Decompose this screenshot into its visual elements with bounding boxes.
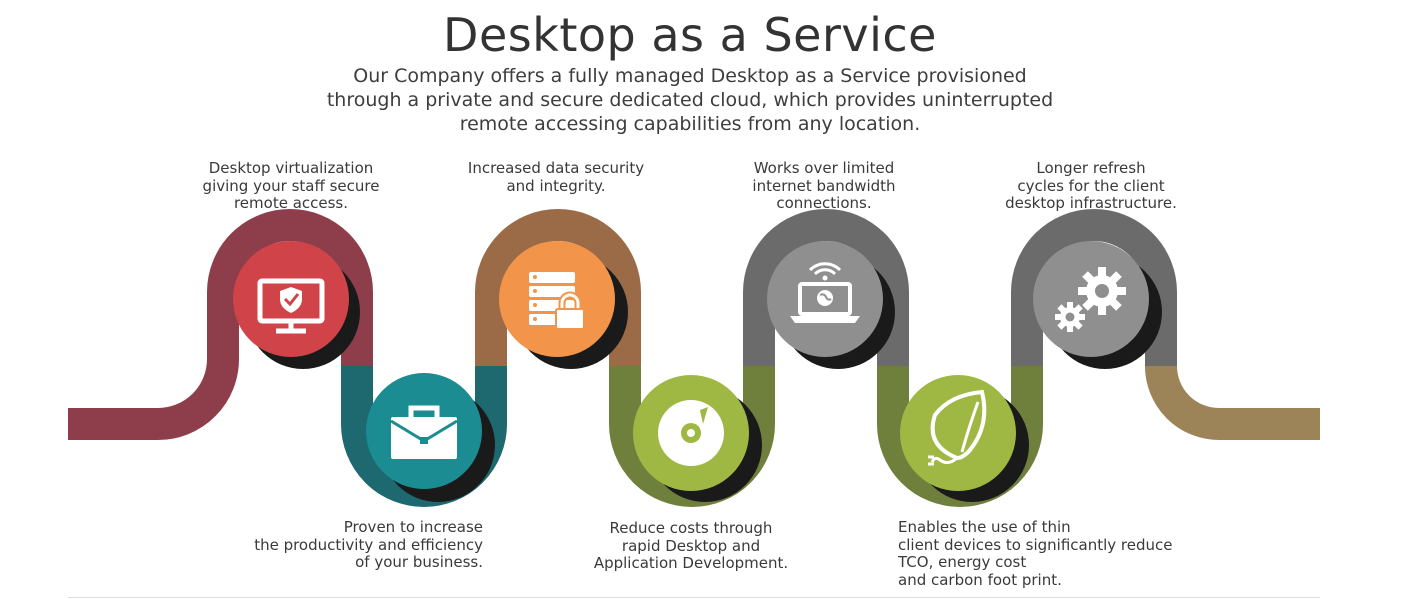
- bottom-divider: [68, 597, 1320, 598]
- caption-line: cycles for the client: [1017, 176, 1165, 195]
- caption-line: Reduce costs through: [609, 519, 773, 537]
- caption-line: Desktop virtualization: [208, 159, 374, 177]
- step-2-medallion: [366, 373, 482, 489]
- caption-line: and integrity.: [506, 176, 606, 195]
- step-7-caption: Longer refresh cycles for the client des…: [976, 159, 1206, 213]
- step-4-caption: Reduce costs through rapid Desktop and A…: [571, 519, 811, 573]
- step-7-medallion: [1033, 241, 1149, 357]
- gears-icon: [1055, 267, 1126, 332]
- path-segment-3: [475, 209, 641, 366]
- caption-line: desktop infrastructure.: [1005, 194, 1177, 212]
- step-5-medallion: [767, 241, 883, 357]
- briefcase-icon: [390, 405, 458, 459]
- step-6-caption: Enables the use of thin client devices t…: [898, 518, 1198, 589]
- step-3-medallion: [499, 241, 615, 357]
- path-segment-1: [68, 209, 373, 440]
- step-4-medallion: [633, 375, 749, 491]
- page-title: Desktop as a Service: [443, 8, 937, 62]
- path-segment-5: [743, 209, 909, 366]
- caption-line: Increased data security: [467, 159, 645, 177]
- caption-line: Works over limited: [753, 159, 895, 177]
- caption-line: Longer refresh: [1036, 159, 1146, 177]
- monitor-shield-icon: [257, 278, 325, 334]
- caption-line: internet bandwidth: [752, 176, 896, 195]
- step-1-caption: Desktop virtualization giving your staff…: [181, 159, 401, 213]
- subtitle-line: Our Company offers a fully managed Deskt…: [353, 65, 1027, 87]
- laptop-wifi-globe-icon: [790, 262, 860, 323]
- step-1-medallion: [233, 241, 349, 357]
- server-lock-icon: [529, 272, 585, 330]
- caption-line: of your business.: [355, 553, 483, 571]
- caption-line: Proven to increase: [343, 518, 483, 536]
- step-2-caption: Proven to increase the productivity and …: [203, 518, 483, 572]
- caption-line: rapid Desktop and: [621, 536, 761, 555]
- page-subtitle: Our Company offers a fully managed Deskt…: [240, 64, 1140, 136]
- caption-line: client devices to significantly reduce: [898, 535, 1173, 554]
- step-6-medallion: [900, 375, 1016, 491]
- caption-line: TCO, energy cost: [898, 553, 1027, 571]
- caption-line: Application Development.: [593, 554, 789, 572]
- subtitle-line: remote accessing capabilities from any l…: [459, 113, 921, 135]
- step-3-caption: Increased data security and integrity.: [446, 159, 666, 195]
- caption-line: remote access.: [233, 194, 349, 212]
- path-segment-7: [1011, 209, 1177, 366]
- caption-line: the productivity and efficiency: [254, 535, 483, 554]
- caption-line: and carbon foot print.: [898, 570, 1062, 589]
- step-5-caption: Works over limited internet bandwidth co…: [714, 159, 934, 213]
- subtitle-line: through a private and secure dedicated c…: [326, 89, 1054, 111]
- caption-line: giving your staff secure: [202, 176, 380, 195]
- path-segment-8: [1145, 365, 1320, 440]
- caption-line: Enables the use of thin: [898, 518, 1071, 536]
- caption-line: connections.: [776, 194, 872, 212]
- leaf-plug-icon: [928, 389, 987, 466]
- disc-icon: [658, 400, 724, 466]
